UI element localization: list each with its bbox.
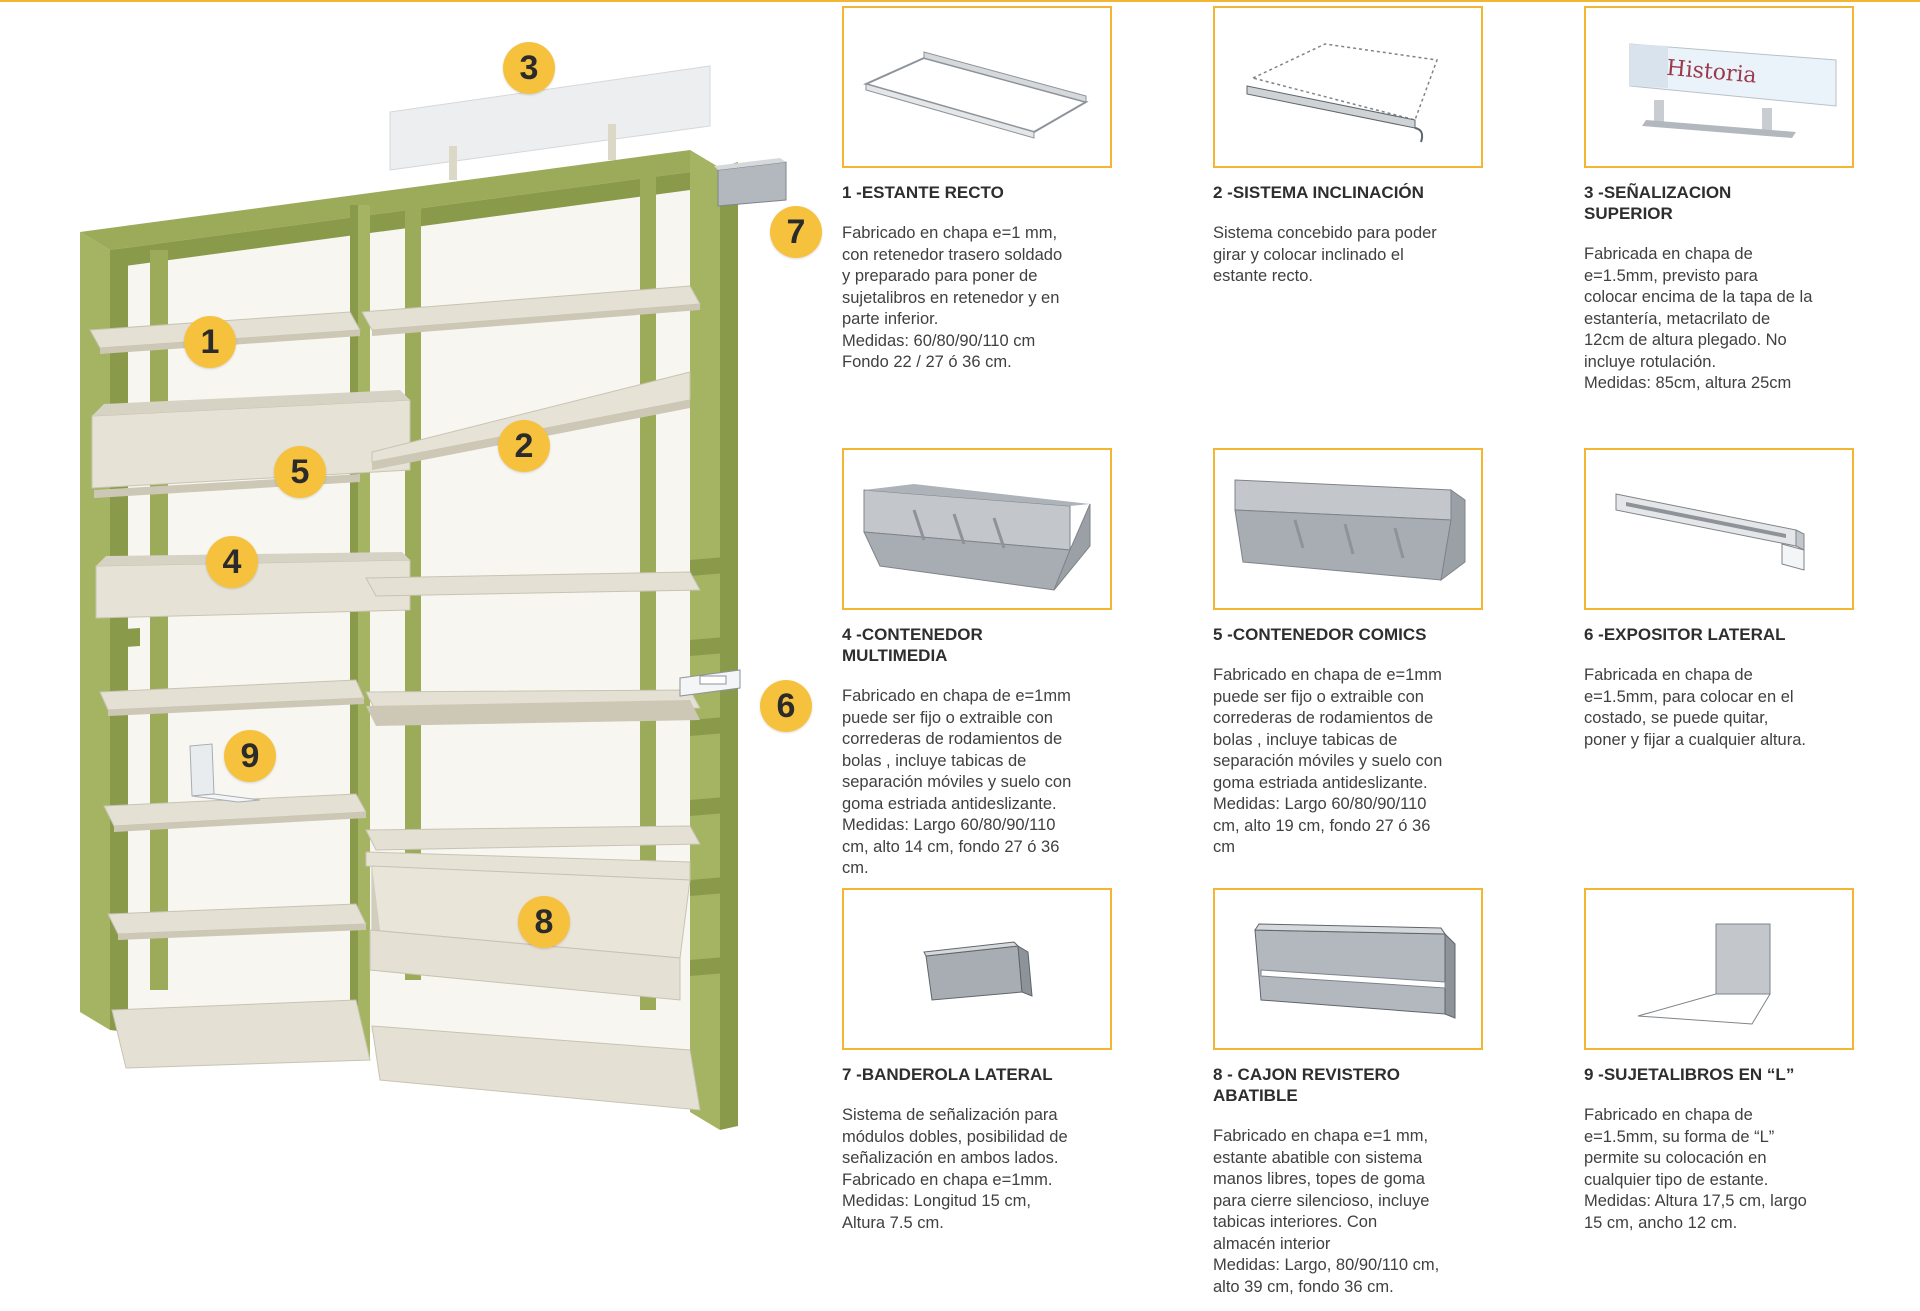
callout-6: 6: [760, 680, 812, 732]
product-title: 1 -ESTANTE RECTO: [842, 183, 1004, 202]
product-card-3: Historia 3 -SEÑALIZACION SUPERIOR Fabric…: [1584, 6, 1854, 395]
side-banner-icon: [923, 941, 1033, 1001]
bookend-part: [189, 743, 261, 803]
callout-3: 3: [503, 42, 555, 94]
product-title: 2 -SISTEMA INCLINACIÓN: [1213, 183, 1424, 202]
product-title: 4 -CONTENEDOR MULTIMEDIA: [842, 625, 983, 665]
side-display-part: [679, 669, 741, 697]
callout-8: 8: [518, 896, 570, 948]
side-banner-thumbnail: [842, 888, 1112, 1050]
top-sign-thumbnail: Historia: [1584, 6, 1854, 168]
product-title: 7 -BANDEROLA LATERAL: [842, 1065, 1053, 1084]
product-title: 9 -SUJETALIBROS EN “L”: [1584, 1065, 1795, 1084]
multimedia-container-thumbnail: [842, 448, 1112, 610]
product-card-2: 2 -SISTEMA INCLINACIÓN Sistema concebido…: [1213, 6, 1483, 288]
side-display-icon: [1615, 493, 1805, 571]
magazine-drawer-thumbnail: [1213, 888, 1483, 1050]
tilt-system-thumbnail: [1213, 6, 1483, 168]
product-card-4: 4 -CONTENEDOR MULTIMEDIA Fabricado en ch…: [842, 448, 1112, 880]
shelving-illustration: 1 2 3 4 5 6 7 8 9: [0, 0, 840, 1306]
side-banner-part: [714, 158, 787, 207]
product-description: Sistema concebido para poder girar y col…: [1213, 224, 1437, 285]
product-description: Fabricada en chapa de e=1.5mm, previsto …: [1584, 245, 1813, 392]
product-description: Fabricado en chapa de e=1mm puede ser fi…: [842, 687, 1072, 877]
comics-container-icon: [1234, 479, 1466, 582]
top-sign-icon: Historia: [1629, 43, 1837, 138]
l-bookend-thumbnail: [1584, 888, 1854, 1050]
product-card-6: 6 -EXPOSITOR LATERAL Fabricada en chapa …: [1584, 448, 1854, 751]
side-display-thumbnail: [1584, 448, 1854, 610]
product-card-5: 5 -CONTENEDOR COMICS Fabricado en chapa …: [1213, 448, 1483, 859]
magazine-drawer-icon: [1254, 923, 1456, 1019]
top-sign-panel: [389, 65, 711, 180]
flat-shelf-thumbnail: [842, 6, 1112, 168]
callout-9: 9: [224, 730, 276, 782]
callout-5: 5: [274, 446, 326, 498]
comics-container-thumbnail: [1213, 448, 1483, 610]
callout-1: 1: [184, 316, 236, 368]
product-description: Fabricado en chapa de e=1.5mm, su forma …: [1584, 1106, 1807, 1232]
product-card-1: 1 -ESTANTE RECTO Fabricado en chapa e=1 …: [842, 6, 1112, 374]
callout-2: 2: [498, 420, 550, 472]
product-description: Sistema de señalización para módulos dob…: [842, 1106, 1068, 1232]
l-bookend-icon: [1637, 923, 1771, 1025]
product-description: Fabricado en chapa e=1 mm, estante abati…: [1213, 1127, 1440, 1296]
product-description: Fabricado en chapa de e=1mm puede ser fi…: [1213, 666, 1443, 856]
product-title: 6 -EXPOSITOR LATERAL: [1584, 625, 1786, 644]
product-description: Fabricado en chapa e=1 mm, con retenedor…: [842, 224, 1063, 371]
product-card-7: 7 -BANDEROLA LATERAL Sistema de señaliza…: [842, 888, 1112, 1234]
product-title: 3 -SEÑALIZACION SUPERIOR: [1584, 183, 1732, 223]
tilt-system-icon: [1246, 43, 1439, 143]
top-accent-line: [0, 0, 1920, 2]
flat-shelf-icon: [863, 51, 1089, 139]
shelving-unit-drawing: [80, 65, 787, 1130]
product-title: 8 - CAJON REVISTERO ABATIBLE: [1213, 1065, 1401, 1105]
product-card-9: 9 -SUJETALIBROS EN “L” Fabricado en chap…: [1584, 888, 1854, 1234]
product-card-8: 8 - CAJON REVISTERO ABATIBLE Fabricado e…: [1213, 888, 1483, 1298]
callout-7: 7: [770, 206, 822, 258]
product-description: Fabricada en chapa de e=1.5mm, para colo…: [1584, 666, 1806, 749]
callout-4: 4: [206, 536, 258, 588]
multimedia-container-icon: [863, 484, 1091, 591]
product-title: 5 -CONTENEDOR COMICS: [1213, 625, 1427, 644]
